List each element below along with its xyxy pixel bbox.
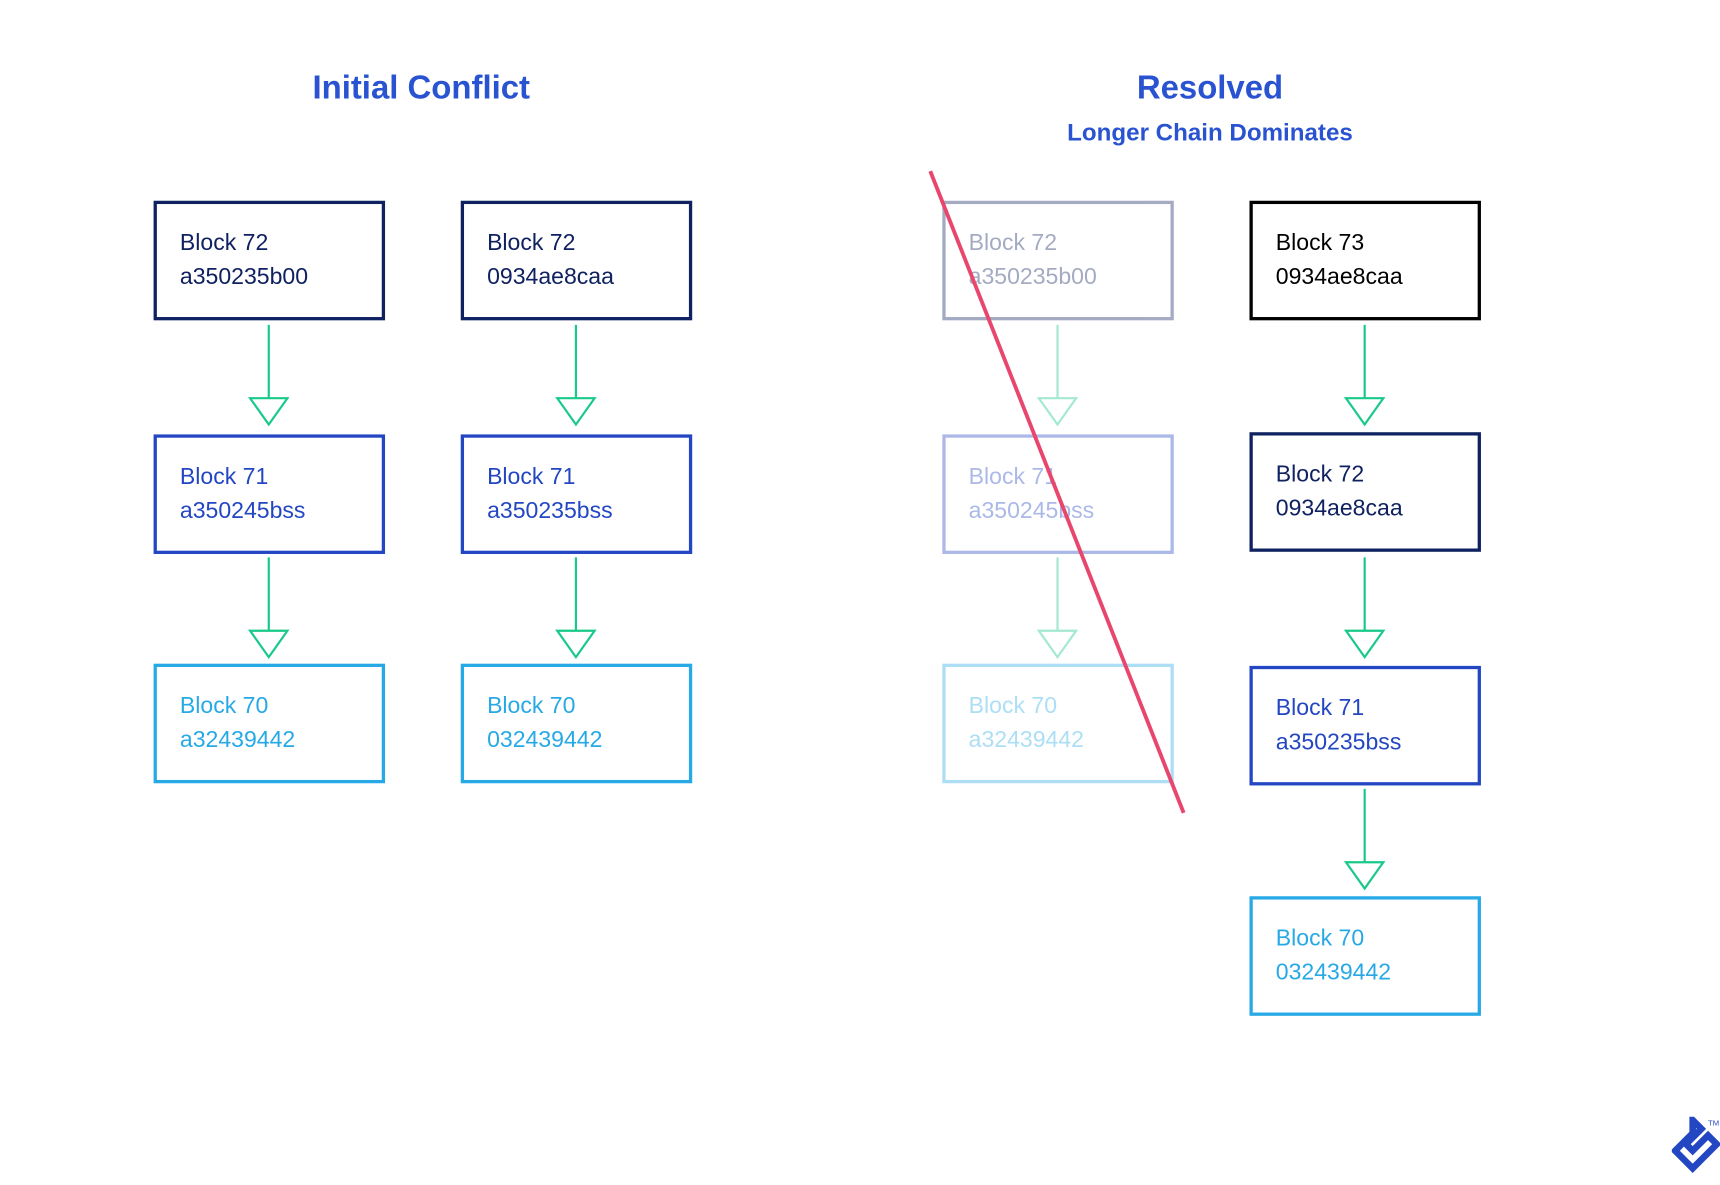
arrow-down-icon — [1036, 557, 1079, 660]
block-hash: a350235bss — [487, 498, 613, 524]
title-initial-conflict: Initial Conflict — [312, 70, 531, 107]
block-ic-left-72: Block 72 a350235b00 — [153, 200, 386, 321]
block-hash: 0934ae8caa — [1275, 495, 1403, 522]
block-ic-left-70: Block 70 a32439442 — [153, 663, 386, 784]
block-ic-right-72: Block 72 0934ae8caa — [460, 200, 693, 321]
block-rs-main-70: Block 70 032439442 — [1249, 896, 1481, 1016]
block-hash: 0934ae8caa — [487, 264, 614, 290]
trademark-mark: TM — [1708, 1119, 1719, 1128]
block-rs-main-71: Block 71 a350235bss — [1249, 665, 1481, 786]
block-ic-left-71: Block 71 a350245bss — [153, 434, 386, 554]
block-hash: 032439442 — [487, 727, 603, 753]
block-hash: a350245bss — [179, 498, 306, 524]
block-hash: a350235b00 — [968, 264, 1097, 290]
block-label: Block 70 — [1275, 925, 1365, 952]
block-label: Block 70 — [968, 693, 1058, 719]
subtitle-longer-chain: Longer Chain Dominates — [1067, 118, 1353, 146]
block-ic-right-70: Block 70 032439442 — [460, 663, 693, 784]
block-hash: a350235b00 — [179, 264, 309, 290]
arrow-down-icon — [1036, 324, 1079, 427]
arrow-down-icon — [1343, 788, 1386, 891]
block-rs-main-72: Block 72 0934ae8caa — [1249, 432, 1481, 552]
toptal-logo-icon: TM — [1671, 1116, 1720, 1173]
arrow-down-icon — [555, 557, 597, 660]
block-label: Block 71 — [179, 464, 269, 490]
block-label: Block 72 — [487, 230, 576, 256]
block-hash: a350245bss — [968, 498, 1095, 524]
arrow-down-icon — [247, 324, 290, 427]
block-hash: a32439442 — [179, 727, 296, 753]
block-label: Block 71 — [487, 464, 576, 490]
arrow-down-icon — [1343, 324, 1386, 427]
block-rs-orphan-72: Block 72 a350235b00 — [942, 200, 1174, 321]
block-ic-right-71: Block 71 a350235bss — [460, 434, 693, 554]
block-label: Block 73 — [1275, 230, 1365, 256]
block-label: Block 72 — [1275, 461, 1365, 488]
block-label: Block 71 — [1275, 695, 1365, 721]
arrow-down-icon — [247, 557, 290, 660]
arrow-down-icon — [1343, 557, 1386, 660]
arrow-down-icon — [555, 324, 597, 427]
block-rs-orphan-70: Block 70 a32439442 — [942, 663, 1174, 784]
block-hash: a32439442 — [968, 727, 1084, 753]
block-rs-orphan-71: Block 71 a350245bss — [942, 434, 1174, 554]
block-label: Block 70 — [487, 693, 576, 719]
block-hash: a350235bss — [1275, 729, 1402, 755]
block-label: Block 70 — [179, 693, 269, 719]
block-label: Block 71 — [968, 464, 1058, 490]
title-resolved: Resolved — [1136, 70, 1284, 107]
block-rs-main-73: Block 73 0934ae8caa — [1249, 200, 1481, 321]
block-label: Block 72 — [968, 230, 1058, 256]
block-hash: 032439442 — [1275, 959, 1392, 986]
block-hash: 0934ae8caa — [1275, 264, 1403, 290]
block-label: Block 72 — [179, 230, 269, 256]
